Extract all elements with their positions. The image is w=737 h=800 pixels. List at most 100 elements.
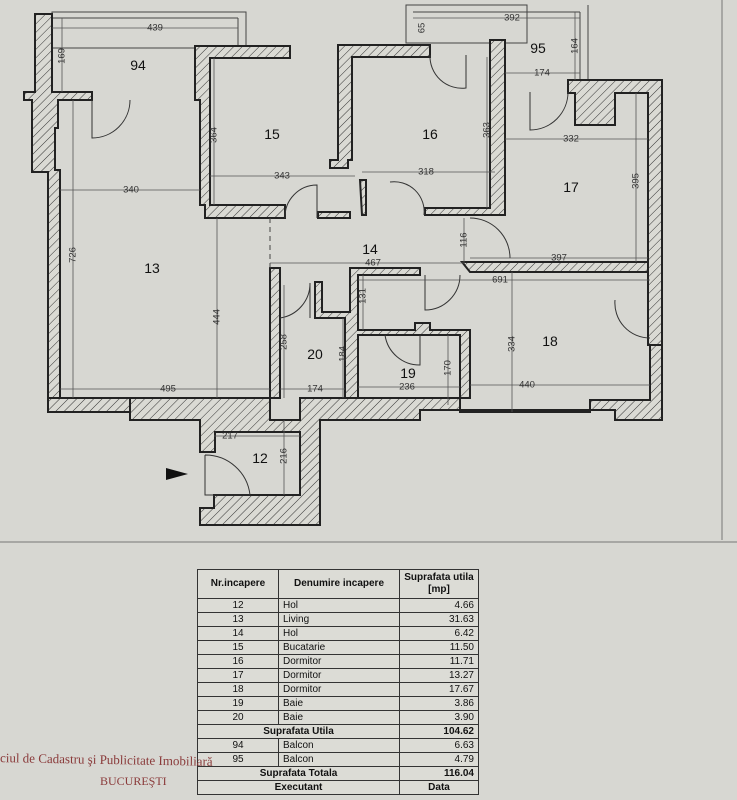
total-value: 116.04 [399,766,479,781]
dimension-label: 495 [160,384,176,395]
dimension-label: 343 [274,171,290,182]
room-label-94: 94 [130,57,146,73]
cell-nr: 20 [197,710,279,725]
cell-name: Baie [278,696,400,711]
room-label-20: 20 [307,346,323,362]
cell-nr: 19 [197,696,279,711]
cell-area: 13.27 [399,668,479,683]
dimension-label: 318 [418,167,434,178]
dimension-label: 691 [492,275,508,286]
table-header-row: Nr.incapere Denumire incapere Suprafata … [197,569,479,599]
room-label-19: 19 [400,365,416,381]
cell-name: Dormitor [278,682,400,697]
doors [91,54,651,496]
cell-name: Balcon [278,738,400,753]
dimension-label: 65 [417,23,428,34]
dimension-label: 131 [358,288,369,304]
dimension-label: 726 [68,247,79,263]
header-nr: Nr.incapere [197,569,279,599]
cell-name: Bucatarie [278,640,400,655]
dimension-label: 439 [147,23,163,34]
area-table: Nr.incapere Denumire incapere Suprafata … [197,569,479,795]
total-label: Suprafata Totala [197,766,400,781]
entrance-arrow-icon [166,468,188,480]
cell-name: Hol [278,626,400,641]
dimension-label: 444 [212,309,223,325]
cell-nr: 12 [197,598,279,613]
dimension-label: 164 [570,38,581,54]
dimension-label: 334 [507,336,518,352]
cell-nr: 94 [197,738,279,753]
cell-area: 17.67 [399,682,479,697]
subtotal-label: Suprafata Utila [197,724,400,739]
cell-name: Dormitor [278,668,400,683]
data-label: Data [399,780,479,795]
cell-area: 6.63 [399,738,479,753]
dimension-label: 395 [631,173,642,189]
room-label-15: 15 [264,126,280,142]
room-label-13: 13 [144,260,160,276]
dimension-label: 217 [222,431,238,442]
cell-area: 31.63 [399,612,479,627]
header-area: Suprafata utila [mp] [399,569,479,599]
subtotal-value: 104.62 [399,724,479,739]
cell-name: Baie [278,710,400,725]
cell-area: 4.66 [399,598,479,613]
walls [23,13,663,526]
cell-area: 11.71 [399,654,479,669]
cell-area: 6.42 [399,626,479,641]
cell-area: 3.86 [399,696,479,711]
cell-name: Dormitor [278,654,400,669]
room-label-18: 18 [542,333,558,349]
dimension-label: 169 [57,48,68,64]
cell-name: Hol [278,598,400,613]
dimension-label: 364 [209,127,220,143]
cell-area: 4.79 [399,752,479,767]
header-name: Denumire incapere [278,569,400,599]
dimension-label: 258 [279,334,290,350]
dimension-label: 174 [534,68,550,79]
dimension-label: 216 [279,448,290,464]
dimension-label: 467 [365,258,381,269]
floor-plan: 94 95 15 16 17 14 13 20 19 18 12 439 169… [0,0,737,543]
cadastre-stamp-city: BUCUREŞTI [100,774,167,788]
dimension-label: 440 [519,380,535,391]
cell-area: 3.90 [399,710,479,725]
room-label-16: 16 [422,126,438,142]
cadastre-stamp-text: ciul de Cadastru şi Publicitate Imobilia… [0,750,213,769]
cell-nr: 15 [197,640,279,655]
cell-name: Living [278,612,400,627]
dimension-label: 174 [307,384,323,395]
balcony-95-outline [405,4,528,44]
room-label-14: 14 [362,241,378,257]
dimension-label: 184 [338,346,349,362]
dimension-lines [52,12,650,495]
room-label-95: 95 [530,40,546,56]
executant-label: Executant [197,780,400,795]
dimension-label: 363 [482,122,493,138]
dimension-label: 332 [563,134,579,145]
dimension-labels: 439 169 364 340 343 726 444 495 467 318 … [57,13,642,464]
cell-nr: 13 [197,612,279,627]
room-label-17: 17 [563,179,579,195]
dimension-label: 340 [123,185,139,196]
dimension-label: 236 [399,382,415,393]
cell-nr: 16 [197,654,279,669]
dimension-label: 116 [459,232,470,247]
dimension-label: 397 [551,253,567,264]
cell-area: 11.50 [399,640,479,655]
room-label-12: 12 [252,450,268,466]
